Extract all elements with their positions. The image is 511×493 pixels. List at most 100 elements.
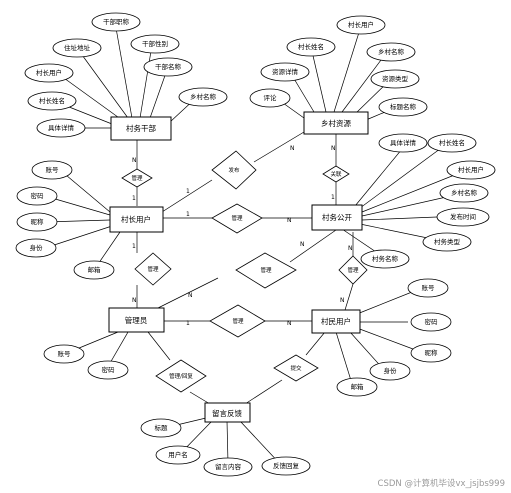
entity-resource: 乡村资源 — [303, 111, 369, 135]
attr-resident-identity: 身份 — [369, 361, 411, 381]
attr-message-reply: 反馈回复 — [261, 456, 311, 476]
attr-villager-nickname: 昵称 — [16, 212, 58, 232]
attr-villager-account: 账号 — [31, 160, 73, 180]
svg-text:村长用户: 村长用户 — [121, 214, 151, 224]
card-11: N — [300, 241, 305, 248]
attr-resident-password: 密码 — [410, 312, 452, 332]
svg-text:乡村资源: 乡村资源 — [321, 118, 351, 128]
card-8: 1 — [132, 243, 136, 250]
attr-affairs-chief-name: 村长姓名 — [427, 133, 477, 153]
rel-admin-affairs: 管理 — [235, 252, 297, 289]
watermark: CSDN @计算机毕设vx_jsjbs999 — [377, 479, 505, 489]
attr-cadre-village-name: 乡村名称 — [178, 87, 228, 107]
attr-message-content: 留言内容 — [203, 457, 253, 477]
attr-cadre-detail: 具体详情 — [36, 118, 86, 138]
attr-resident-email: 邮箱 — [336, 377, 378, 397]
attr-cadre-chief-name: 村长姓名 — [27, 91, 77, 111]
attr-affairs-publish-time: 发布时间 — [436, 207, 490, 227]
svg-text:管理: 管理 — [231, 214, 243, 222]
card-4: 1 — [186, 211, 190, 218]
attr-admin-password: 密码 — [87, 360, 129, 380]
svg-text:留言反馈: 留言反馈 — [212, 408, 242, 418]
card-5: N — [287, 217, 292, 224]
rel-manage-affairs: 管理 — [211, 203, 263, 234]
attr-cadre-address: 住址地址 — [52, 38, 102, 58]
card-12: 1 — [186, 320, 190, 327]
card-0: N — [132, 157, 137, 164]
attr-affairs-villager-user: 村长用户 — [446, 160, 496, 180]
entity-message: 留言反馈 — [204, 402, 251, 423]
attr-cadre-name: 干部名称 — [143, 57, 193, 77]
svg-text:提交: 提交 — [290, 364, 302, 372]
attr-affairs-type: 村务类型 — [422, 232, 472, 252]
entity-cadre: 村务干部 — [110, 116, 172, 141]
rel-admin-affairs-2: 管理 — [338, 255, 368, 285]
card-7: 1 — [331, 194, 335, 201]
svg-text:乡村名称: 乡村名称 — [190, 92, 217, 101]
card-6: N — [331, 145, 336, 152]
attr-affairs-village-name: 乡村名称 — [439, 183, 489, 203]
rel-admin-resident: 管理 — [209, 304, 266, 338]
svg-text:评论: 评论 — [264, 93, 278, 102]
attr-message-title: 标题 — [140, 418, 182, 438]
svg-text:村长用户: 村长用户 — [458, 165, 484, 174]
attr-affairs-detail: 具体详情 — [378, 133, 428, 153]
svg-text:村务名称: 村务名称 — [372, 254, 399, 263]
svg-text:反馈回复: 反馈回复 — [273, 461, 300, 470]
svg-text:身份: 身份 — [30, 243, 44, 252]
rel-admin-villager: 管理 — [134, 252, 172, 286]
svg-text:密码: 密码 — [425, 317, 439, 326]
svg-text:村长姓名: 村长姓名 — [298, 42, 324, 51]
svg-text:账号: 账号 — [58, 349, 72, 358]
attr-resource-title: 标题名称 — [378, 97, 428, 117]
entity-villager-user: 村长用户 — [109, 206, 164, 233]
attr-villager-email: 邮箱 — [73, 260, 115, 280]
attr-villager-password: 密码 — [16, 186, 58, 206]
svg-text:管理/回复: 管理/回复 — [169, 372, 193, 380]
attr-cadre-gender: 干部性别 — [130, 34, 180, 54]
svg-text:昵称: 昵称 — [31, 217, 45, 226]
svg-text:标题: 标题 — [155, 423, 169, 432]
svg-text:留言内容: 留言内容 — [215, 462, 242, 471]
svg-text:具体详情: 具体详情 — [390, 138, 417, 147]
rel-related: 关联 — [322, 165, 350, 183]
svg-text:关联: 关联 — [330, 170, 342, 178]
svg-text:标题名称: 标题名称 — [390, 102, 417, 111]
svg-text:住址地址: 住址地址 — [64, 43, 91, 52]
attr-admin-account: 账号 — [43, 344, 85, 364]
card-14: N — [348, 245, 353, 252]
svg-text:乡村名称: 乡村名称 — [451, 188, 478, 197]
svg-text:村民用户: 村民用户 — [321, 316, 351, 326]
svg-text:干部名称: 干部名称 — [155, 62, 182, 71]
svg-text:用户名: 用户名 — [168, 450, 188, 459]
svg-text:村务类型: 村务类型 — [434, 237, 461, 246]
attr-villager-identity: 身份 — [15, 238, 57, 258]
attr-resource-village-name: 乡村名称 — [366, 42, 416, 62]
svg-text:身份: 身份 — [384, 366, 398, 375]
attr-resource-detail: 资源详情 — [260, 62, 310, 82]
svg-text:账号: 账号 — [422, 283, 436, 292]
attr-message-username: 用户名 — [155, 445, 201, 465]
attr-resource-type: 资源类型 — [370, 69, 420, 89]
card-1: 1 — [132, 195, 136, 202]
svg-text:发布时间: 发布时间 — [450, 212, 476, 221]
svg-text:村长姓名: 村长姓名 — [39, 96, 65, 105]
svg-text:账号: 账号 — [46, 165, 60, 174]
svg-text:管理: 管理 — [131, 174, 143, 182]
attr-resource-comment: 评论 — [249, 88, 291, 108]
svg-text:村长用户: 村长用户 — [36, 68, 62, 77]
entity-admin: 管理员 — [108, 307, 165, 333]
svg-text:资源类型: 资源类型 — [382, 74, 409, 83]
rel-admin-message: 管理/回复 — [155, 359, 207, 393]
svg-text:昵称: 昵称 — [425, 348, 439, 357]
attr-resource-villager-user: 村长用户 — [336, 15, 386, 35]
svg-text:村长姓名: 村长姓名 — [439, 138, 465, 147]
svg-text:资源详情: 资源详情 — [272, 67, 299, 76]
rel-publish-resource: 发布 — [211, 150, 257, 190]
svg-text:村长用户: 村长用户 — [348, 20, 374, 29]
attr-cadre-villager-user: 村长用户 — [24, 63, 74, 83]
card-10: N — [188, 292, 193, 299]
attr-resident-account: 账号 — [407, 278, 449, 298]
rel-manage-cadre: 管理 — [121, 168, 153, 188]
